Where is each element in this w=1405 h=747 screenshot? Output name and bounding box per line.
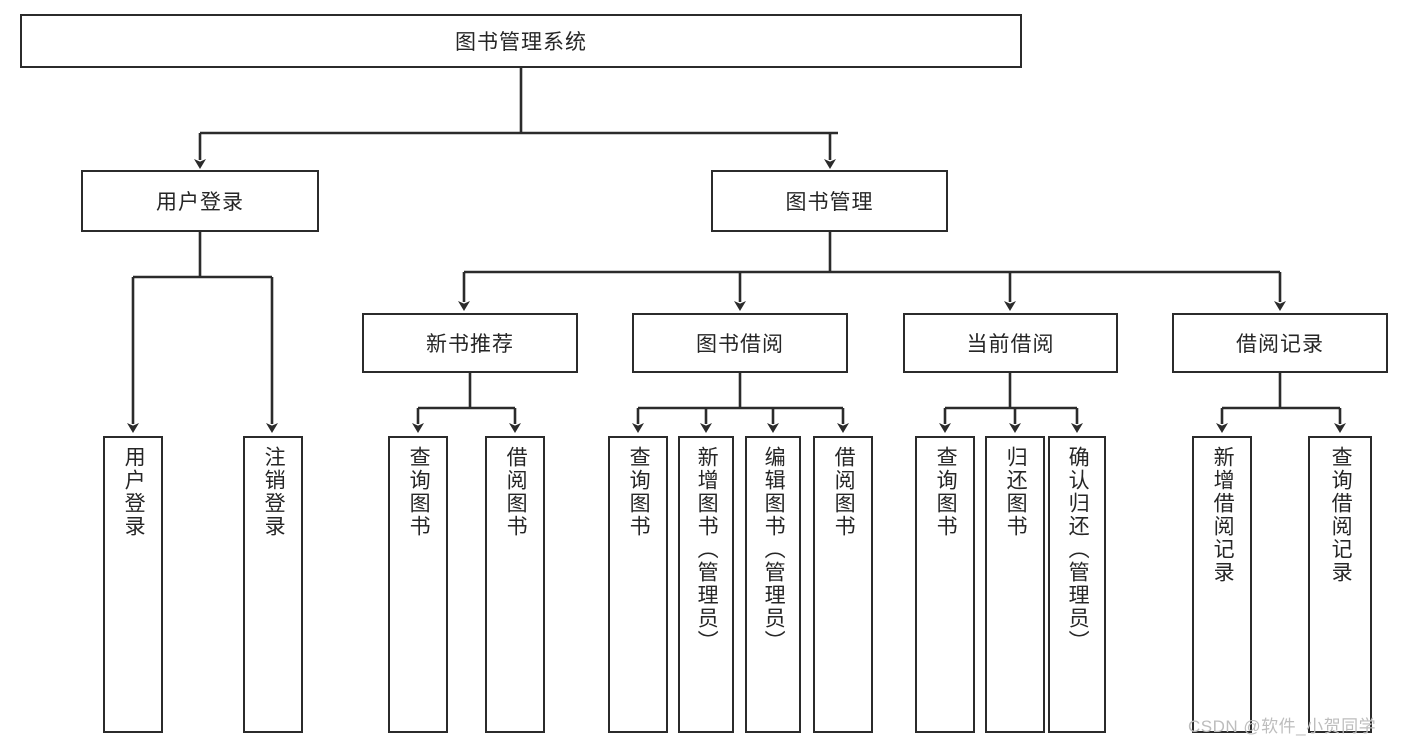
watermark: CSDN @软件_小贺同学: [1188, 717, 1377, 736]
node-root[interactable]: 图书管理系统: [20, 14, 1022, 68]
node-user-login[interactable]: 用户登录: [81, 170, 319, 232]
node-leaf-add-book-admin[interactable]: 新增图书（管理员）: [678, 436, 734, 733]
node-leaf-user-login-label: 用户登录: [122, 446, 146, 538]
node-book-manage-label: 图书管理: [785, 191, 874, 214]
node-leaf-return-book-label: 归还图书: [1004, 446, 1028, 538]
node-book-borrow-label: 图书借阅: [696, 333, 784, 356]
node-leaf-add-borrow-record-label: 新增借阅记录: [1211, 446, 1235, 584]
node-root-label: 图书管理系统: [455, 31, 587, 54]
node-leaf-query-book-2[interactable]: 查询图书: [608, 436, 668, 733]
node-book-borrow[interactable]: 图书借阅: [632, 313, 848, 373]
node-borrow-record[interactable]: 借阅记录: [1172, 313, 1388, 373]
node-leaf-query-book-3[interactable]: 查询图书: [915, 436, 975, 733]
node-leaf-logout-login-label: 注销登录: [262, 446, 286, 538]
node-current-borrow[interactable]: 当前借阅: [903, 313, 1118, 373]
node-leaf-edit-book-admin-label: 编辑图书（管理员）: [762, 446, 786, 653]
node-leaf-add-book-admin-label: 新增图书（管理员）: [695, 446, 719, 653]
node-leaf-query-borrow-record[interactable]: 查询借阅记录: [1308, 436, 1372, 733]
node-leaf-return-book[interactable]: 归还图书: [985, 436, 1045, 733]
node-new-book-recommend[interactable]: 新书推荐: [362, 313, 578, 373]
node-leaf-logout-login[interactable]: 注销登录: [243, 436, 303, 733]
node-leaf-confirm-return-admin[interactable]: 确认归还（管理员）: [1048, 436, 1106, 733]
node-leaf-query-book-1[interactable]: 查询图书: [388, 436, 448, 733]
node-leaf-borrow-book-1[interactable]: 借阅图书: [485, 436, 545, 733]
node-leaf-query-book-3-label: 查询图书: [934, 446, 958, 538]
node-leaf-borrow-book-2[interactable]: 借阅图书: [813, 436, 873, 733]
node-leaf-query-book-1-label: 查询图书: [407, 446, 431, 538]
node-leaf-edit-book-admin[interactable]: 编辑图书（管理员）: [745, 436, 801, 733]
node-current-borrow-label: 当前借阅: [966, 333, 1055, 356]
node-new-book-recommend-label: 新书推荐: [426, 333, 514, 356]
node-leaf-add-borrow-record[interactable]: 新增借阅记录: [1192, 436, 1252, 733]
node-leaf-query-book-2-label: 查询图书: [627, 446, 651, 538]
node-leaf-confirm-return-admin-label: 确认归还（管理员）: [1066, 446, 1090, 653]
node-leaf-borrow-book-1-label: 借阅图书: [504, 446, 528, 538]
node-book-manage[interactable]: 图书管理: [711, 170, 948, 232]
node-user-login-label: 用户登录: [156, 191, 244, 214]
node-leaf-borrow-book-2-label: 借阅图书: [832, 446, 856, 538]
node-leaf-query-borrow-record-label: 查询借阅记录: [1329, 446, 1353, 584]
node-borrow-record-label: 借阅记录: [1236, 333, 1324, 356]
node-leaf-user-login[interactable]: 用户登录: [103, 436, 163, 733]
